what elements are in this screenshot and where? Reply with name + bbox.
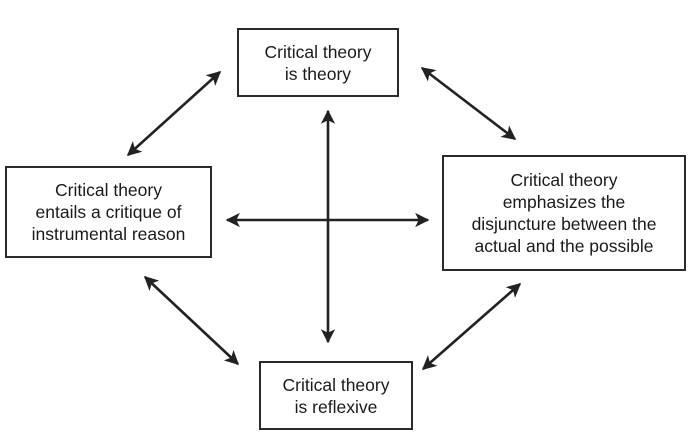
arrow-top-right bbox=[420, 66, 517, 141]
node-label: Critical theory is theory bbox=[264, 41, 372, 84]
arrow-top-left bbox=[126, 71, 222, 156]
node-label: Critical theory emphasizes the disjunctu… bbox=[471, 170, 657, 256]
node-label: Critical theory entails a critique of in… bbox=[31, 180, 186, 244]
arrow-left-bottom bbox=[143, 276, 240, 365]
node-critique-of-instrumental-reason: Critical theory entails a critique of in… bbox=[5, 166, 212, 258]
arrow-right-bottom bbox=[421, 283, 522, 370]
node-disjuncture-actual-possible: Critical theory emphasizes the disjunctu… bbox=[442, 155, 686, 271]
node-label: Critical theory is reflexive bbox=[282, 374, 390, 417]
node-critical-theory-is-theory: Critical theory is theory bbox=[237, 28, 399, 97]
node-critical-theory-is-reflexive: Critical theory is reflexive bbox=[259, 361, 413, 430]
